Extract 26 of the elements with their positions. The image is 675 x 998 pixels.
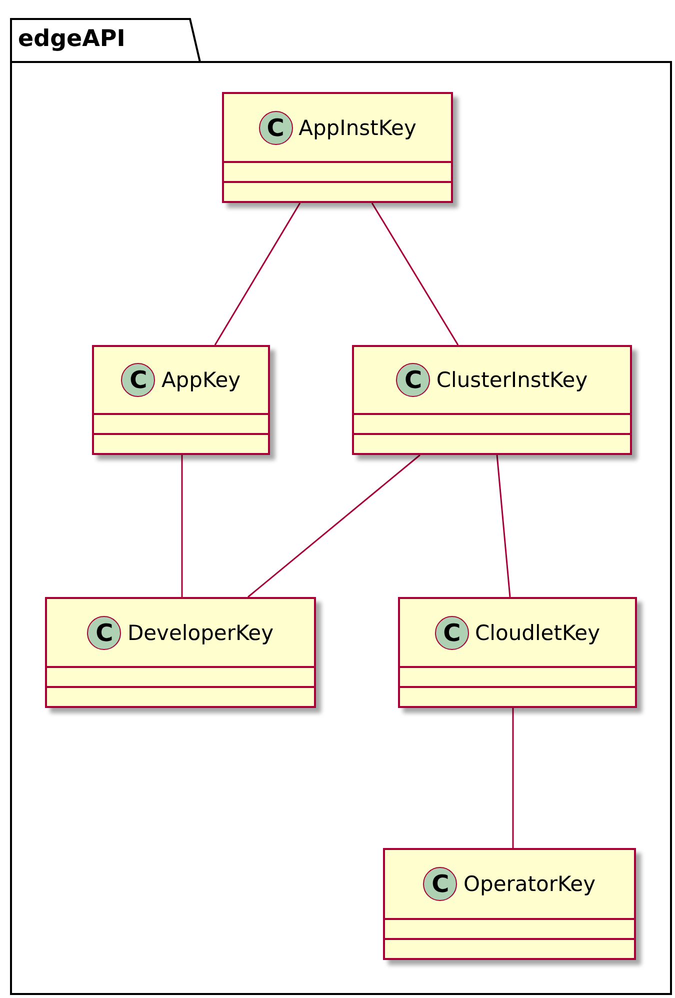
class-box	[352, 345, 632, 455]
association-line	[181, 455, 183, 597]
class-stereotype-circle: C	[423, 867, 458, 901]
association-line	[371, 202, 459, 346]
package-name: edgeAPI	[18, 25, 126, 54]
class-stereotype-circle: C	[396, 363, 430, 397]
class-box	[222, 92, 453, 203]
association-line	[496, 454, 511, 598]
class-box	[383, 848, 636, 960]
association-line	[248, 454, 420, 598]
class-name: ClusterInstKey	[436, 368, 588, 392]
package-frame	[10, 18, 672, 995]
class-box	[92, 345, 270, 455]
class-name: AppKey	[161, 368, 241, 392]
association-line	[214, 202, 301, 346]
class-stereotype-circle: C	[258, 110, 293, 144]
class-name: DeveloperKey	[127, 620, 274, 644]
class-stereotype-circle: C	[434, 616, 469, 650]
class-name: OperatorKey	[463, 872, 596, 896]
class-box	[398, 597, 637, 708]
association-line	[512, 708, 514, 848]
class-stereotype-circle: C	[121, 363, 156, 397]
class-name: CloudletKey	[474, 620, 600, 644]
class-box	[45, 597, 316, 708]
class-stereotype-circle: C	[87, 616, 122, 650]
class-name: AppInstKey	[298, 116, 416, 140]
